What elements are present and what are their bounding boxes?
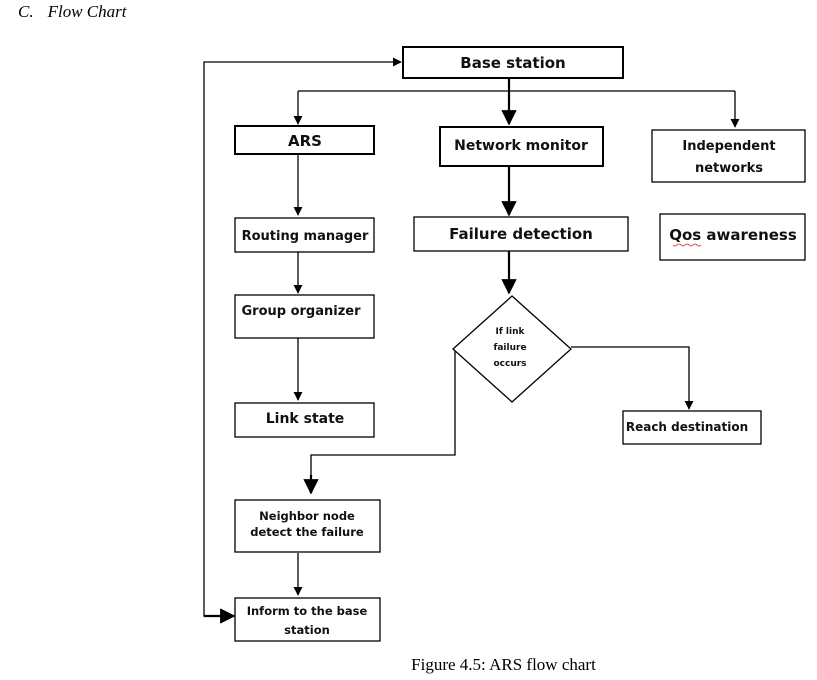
node-group-organizer: Group organizer <box>234 294 375 339</box>
node-routing-manager: Routing manager <box>234 217 375 253</box>
failure-detection-label: Failure detection <box>449 225 593 243</box>
base-station-label: Base station <box>460 54 565 72</box>
figure-caption: Figure 4.5: ARS flow chart <box>411 655 596 674</box>
independent-networks-label-2: networks <box>695 161 763 176</box>
link-state-label: Link state <box>266 411 345 427</box>
node-ars: ARS <box>234 125 375 155</box>
neighbor-label-2: detect the failure <box>250 525 364 539</box>
inform-label-2: station <box>284 623 330 637</box>
inform-label-1: Inform to the base <box>247 604 368 618</box>
node-qos-awareness: Qos awareness <box>659 213 806 261</box>
node-inform-base-station: Inform to the base station <box>234 597 381 642</box>
node-neighbor-detect: Neighbor node detect the failure <box>234 499 381 553</box>
network-monitor-label: Network monitor <box>454 138 588 154</box>
node-base-station: Base station <box>402 46 624 79</box>
neighbor-label-1: Neighbor node <box>259 509 355 523</box>
decision-label-1: If link <box>496 327 526 337</box>
section-title: Flow Chart <box>47 2 127 21</box>
node-link-state: Link state <box>234 402 375 438</box>
node-independent-networks: Independent networks <box>651 129 806 183</box>
section-heading: C. Flow Chart <box>18 2 126 22</box>
edge-decision-to-reach-destination <box>571 346 694 410</box>
decision-label-2: failure <box>493 343 526 353</box>
independent-networks-label-1: Independent <box>682 139 775 154</box>
node-failure-detection: Failure detection <box>413 216 629 252</box>
ars-label: ARS <box>288 132 322 150</box>
reach-destination-label: Reach destination <box>626 420 748 434</box>
routing-manager-label: Routing manager <box>242 229 369 244</box>
edge-decision-to-neighbor <box>310 351 456 491</box>
qos-awareness-label: Qos awareness <box>669 226 797 244</box>
node-decision: If link failure occurs <box>452 295 572 403</box>
group-organizer-label: Group organizer <box>241 304 361 319</box>
node-reach-destination: Reach destination <box>622 410 762 445</box>
spellcheck-underline <box>672 243 702 247</box>
decision-label-3: occurs <box>493 359 526 369</box>
section-number: C. <box>18 2 34 21</box>
connectors <box>203 57 740 624</box>
node-network-monitor: Network monitor <box>439 126 604 167</box>
